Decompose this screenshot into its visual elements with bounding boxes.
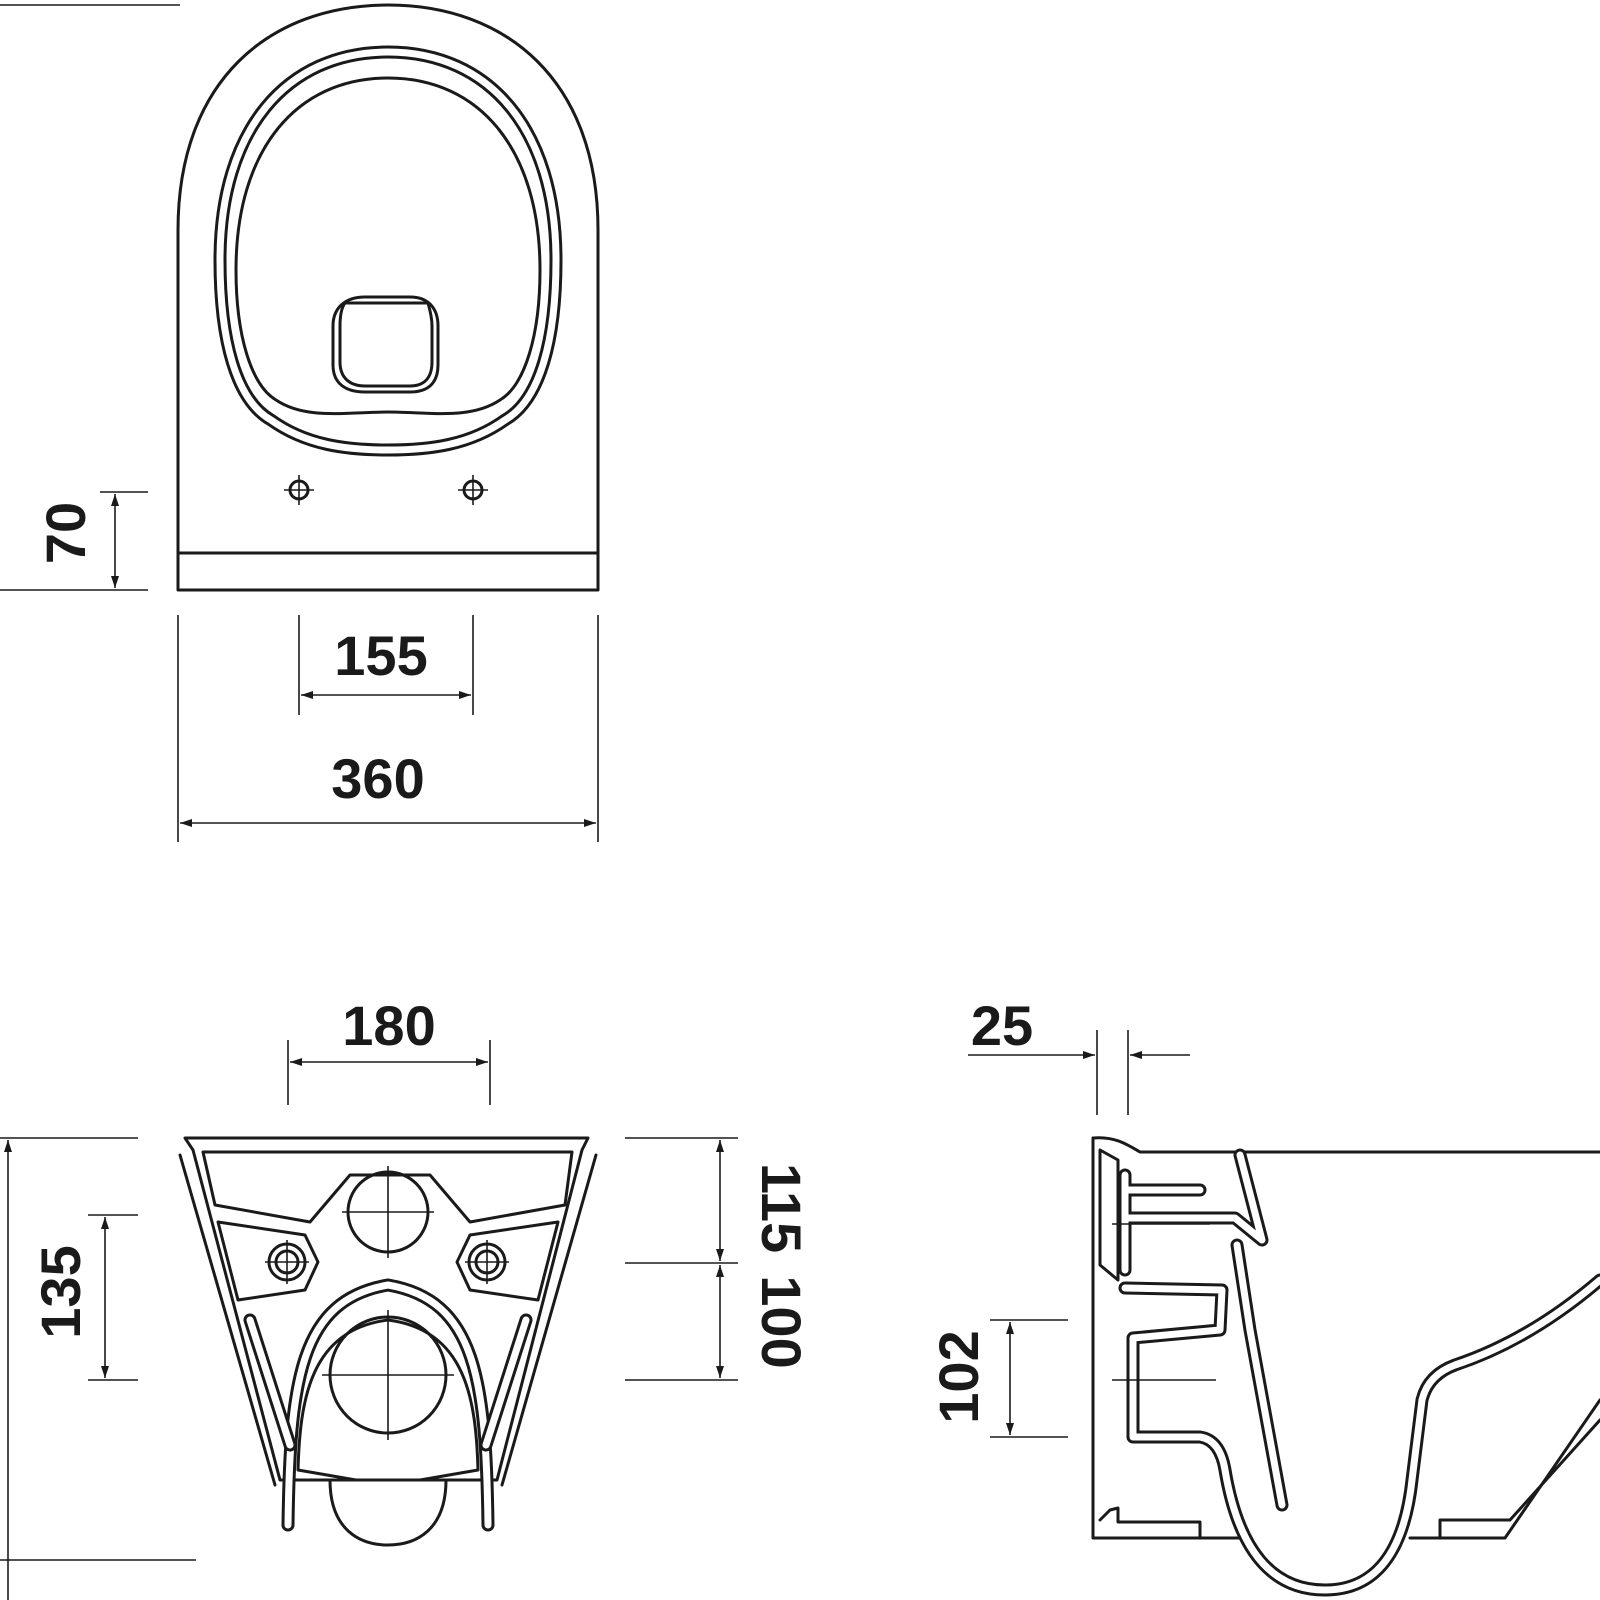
inlet-pipe: [342, 1166, 434, 1258]
seat-ring: [213, 45, 563, 457]
dimension-180-label: 180: [342, 994, 435, 1057]
side-outline: [1091, 1136, 1600, 1540]
dimension-135-label: 135: [29, 1245, 92, 1338]
fixing-hole-right: [458, 475, 488, 505]
bowl-outline: [176, 3, 600, 592]
rear-view: 180 135 115 100: [0, 994, 813, 1600]
dimension-100-label: 100: [750, 1275, 813, 1368]
dimension-102-label: 102: [927, 1330, 990, 1423]
rear-fixing-right: [465, 1240, 509, 1284]
rear-outline: [183, 1136, 590, 1482]
side-view: 25 102: [927, 994, 1600, 1597]
dimension-360-label: 360: [331, 747, 424, 810]
dimension-155-label: 155: [334, 624, 427, 687]
top-view: 70 155 360: [0, 3, 600, 842]
dimension-25-label: 25: [971, 994, 1033, 1057]
rear-fixing-left: [265, 1240, 309, 1284]
bowl-opening: [234, 76, 542, 416]
outlet-pipe: [322, 1310, 454, 1440]
dimension-70-label: 70: [34, 502, 97, 564]
dimension-115-label: 115: [750, 1163, 813, 1253]
fixing-hole-left: [284, 475, 314, 505]
